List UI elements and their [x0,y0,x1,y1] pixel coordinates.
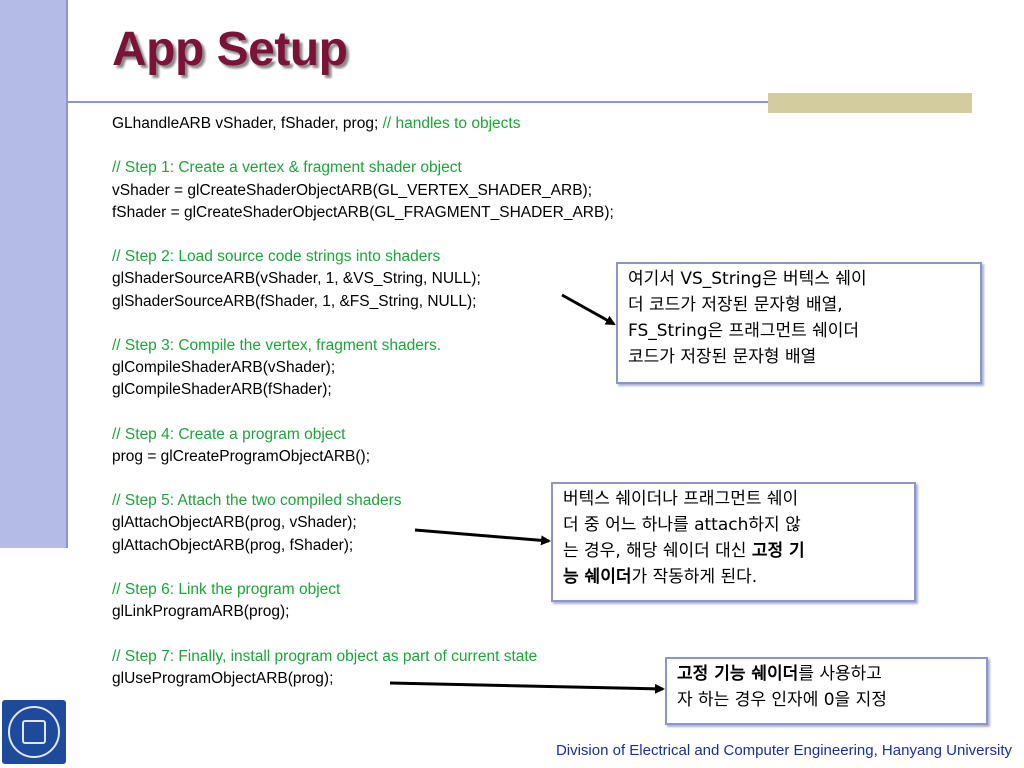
note-line: 여기서 VS_String은 버텍스 쉐이 [628,269,867,289]
code-line: glAttachObjectARB(prog, vShader); [112,512,652,534]
code-line: glShaderSourceARB(fShader, 1, &FS_String… [112,291,652,313]
title-accent-block [768,93,972,113]
code-line: // Step 1: Create a vertex & fragment sh… [112,157,652,179]
note-line: FS_String은 프래그먼트 쉐이더 [628,321,860,341]
note-line: 더 중 어느 하나를 attach하지 않 [563,515,801,535]
code-listing: GLhandleARB vShader, fShader, prog; // h… [112,113,652,690]
code-comment: // Step 3: Compile the vertex, fragment … [112,336,442,354]
note-string-arrays: 여기서 VS_String은 버텍스 쉐이 더 코드가 저장된 문자형 배열, … [616,262,982,384]
code-comment: // Step 1: Create a vertex & fragment sh… [112,159,462,177]
code-text: glCompileShaderARB(vShader); [112,359,336,377]
code-text: prog = glCreateProgramObjectARB(); [112,447,371,465]
note-emphasis: 능 쉐이더 [563,567,632,587]
code-line: // Step 6: Link the program object [112,579,652,601]
note-text: 를 사용하고 [798,664,882,684]
code-line: glAttachObjectARB(prog, fShader); [112,535,652,557]
arrow-to-note-2 [414,528,551,546]
code-comment: // Step 7: Finally, install program obje… [112,647,538,665]
code-line: // Step 7: Finally, install program obje… [112,646,652,668]
code-comment: // handles to objects [382,115,521,132]
code-text: glShaderSourceARB(vShader, 1, &VS_String… [112,270,481,288]
code-text: glLinkProgramARB(prog); [112,603,290,621]
arrow-to-note-3 [389,681,665,694]
code-line: // Step 2: Load source code strings into… [112,246,652,268]
code-line: GLhandleARB vShader, fShader, prog; // h… [112,113,652,135]
code-line: fShader = glCreateShaderObjectARB(GL_FRA… [112,202,652,224]
note-line: 코드가 저장된 문자형 배열 [628,347,817,367]
note-line: 는 경우, 해당 쉐이더 대신 고정 기 [563,538,904,564]
university-seal [2,700,66,764]
note-emphasis: 고정 기능 쉐이더 [677,664,799,684]
note-use-fixed-function: 고정 기능 쉐이더를 사용하고 자 하는 경우 인자에 0을 지정 [665,657,988,725]
code-line: glCompileShaderARB(vShader); [112,357,652,379]
code-text: fShader = glCreateShaderObjectARB(GL_FRA… [112,203,614,221]
code-line: glCompileShaderARB(fShader); [112,379,652,401]
note-text: 가 작동하게 된다. [631,567,758,587]
code-text: glAttachObjectARB(prog, vShader); [112,514,357,532]
arrow-to-note-1 [561,293,616,326]
seal-emblem [22,720,46,744]
code-text: GLhandleARB vShader, fShader, prog; [112,115,383,132]
note-fixed-function-fallback: 버텍스 쉐이더나 프래그먼트 쉐이 더 중 어느 하나를 attach하지 않 … [551,482,916,602]
code-text: vShader = glCreateShaderObjectARB(GL_VER… [112,181,593,199]
note-line: 자 하는 경우 인자에 0을 지정 [677,690,887,710]
code-text: glShaderSourceARB(fShader, 1, &FS_String… [112,292,477,310]
note-text: 는 경우, 해당 쉐이더 대신 [563,541,752,561]
code-comment: // Step 2: Load source code strings into… [112,248,441,266]
code-comment: // Step 6: Link the program object [112,580,341,598]
code-line: vShader = glCreateShaderObjectARB(GL_VER… [112,180,652,202]
note-line: 버텍스 쉐이더나 프래그먼트 쉐이 [563,489,799,509]
footer-affiliation: Division of Electrical and Computer Engi… [555,742,1012,759]
note-line: 능 쉐이더가 작동하게 된다. [563,564,904,590]
code-line: // Step 4: Create a program object [112,424,652,446]
slide-title: App Setup [112,23,348,76]
note-line: 고정 기능 쉐이더를 사용하고 [677,661,976,687]
code-line: prog = glCreateProgramObjectARB(); [112,446,652,468]
note-emphasis: 고정 기 [751,541,805,561]
code-text: glCompileShaderARB(fShader); [112,381,332,399]
note-line: 더 코드가 저장된 문자형 배열, [628,295,843,315]
code-text: glAttachObjectARB(prog, fShader); [112,536,354,554]
code-comment: // Step 4: Create a program object [112,425,346,443]
code-line: // Step 5: Attach the two compiled shade… [112,490,652,512]
left-accent-bar [0,0,68,548]
code-line: glShaderSourceARB(vShader, 1, &VS_String… [112,268,652,290]
code-line: glLinkProgramARB(prog); [112,601,652,623]
code-line: glUseProgramObjectARB(prog); [112,668,652,690]
left-accent-edge [66,0,68,548]
code-comment: // Step 5: Attach the two compiled shade… [112,492,402,510]
seal-ring [8,706,60,758]
code-line: // Step 3: Compile the vertex, fragment … [112,335,652,357]
code-text: glUseProgramObjectARB(prog); [112,669,334,687]
title-divider [68,101,972,103]
